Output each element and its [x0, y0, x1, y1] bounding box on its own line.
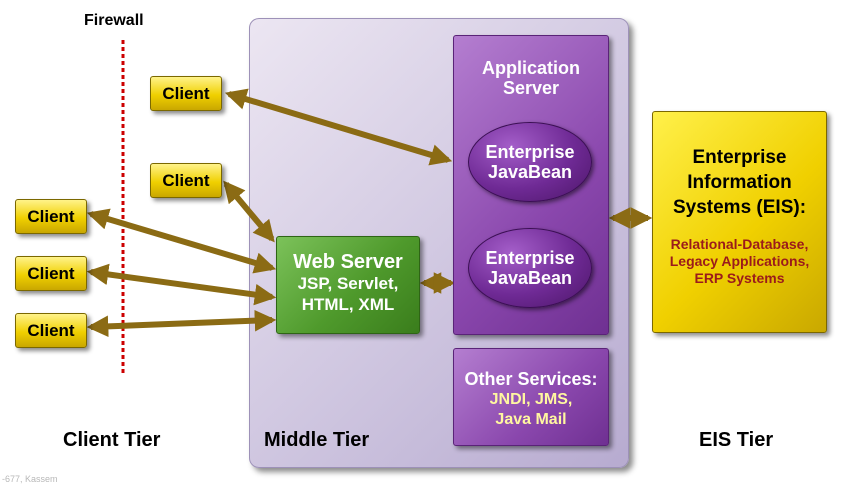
eis-title-line3: Systems (EIS): [672, 197, 807, 218]
enterprise-javabean-2: Enterprise JavaBean [468, 228, 592, 308]
ejb2-line2: JavaBean [487, 268, 573, 288]
arrow-client3-webserver [86, 208, 277, 274]
arrow-client2-webserver [223, 180, 275, 243]
eis-title-line1: Enterprise [692, 147, 787, 168]
web-server-tech-line1: JSP, Servlet, [297, 274, 399, 293]
client-label: Client [162, 170, 210, 190]
arrow-client1-ejb [224, 88, 453, 166]
client-label: Client [27, 206, 75, 226]
other-services-line2: Java Mail [495, 411, 567, 428]
client-box-4: Client [15, 256, 87, 291]
client-box-2: Client [150, 163, 222, 198]
eis-tier-label: EIS Tier [699, 429, 774, 451]
arrow-client4-webserver [86, 263, 277, 306]
client-box-1: Client [150, 76, 222, 111]
client-label: Client [27, 320, 75, 340]
other-services-line1: JNDI, JMS, [489, 391, 573, 408]
arrow-client5-webserver [86, 309, 277, 338]
ejb1-line1: Enterprise [485, 142, 575, 162]
ejb2-line1: Enterprise [485, 248, 575, 268]
eis-sub-line2: Legacy Applications, [669, 253, 810, 269]
eis-systems-list: Relational-Database, Legacy Applications… [653, 236, 826, 287]
eis-sub-line3: ERP Systems [694, 270, 785, 286]
eis-title-line2: Information [687, 172, 792, 193]
client-box-5: Client [15, 313, 87, 348]
web-server-box: Web Server JSP, Servlet, HTML, XML [276, 236, 420, 334]
client-tier-label: Client Tier [63, 429, 161, 451]
ejb1-line2: JavaBean [487, 162, 573, 182]
application-server-title-line1: Application [482, 58, 580, 78]
firewall-label: Firewall [84, 12, 144, 29]
other-services-title: Other Services: [464, 369, 598, 389]
eis-sub-line1: Relational-Database, [670, 236, 809, 252]
footer-note: -677, Kassem [2, 474, 58, 484]
client-label: Client [162, 83, 210, 103]
application-server-title: Application Server [453, 58, 609, 98]
client-box-3: Client [15, 199, 87, 234]
client-label: Client [27, 263, 75, 283]
enterprise-javabean-1: Enterprise JavaBean [468, 122, 592, 202]
web-server-tech-line2: HTML, XML [301, 295, 395, 314]
web-server-title: Web Server [293, 251, 403, 273]
other-services-box: Other Services: JNDI, JMS, Java Mail [453, 348, 609, 446]
eis-box: Enterprise Information Systems (EIS): Re… [652, 111, 827, 333]
application-server-title-line2: Server [502, 78, 560, 98]
middle-tier-label: Middle Tier [264, 429, 370, 451]
